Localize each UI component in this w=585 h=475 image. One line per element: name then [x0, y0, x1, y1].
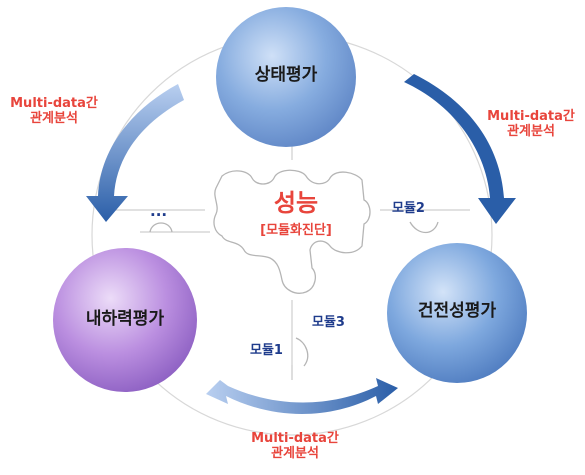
- center-puzzle-piece: [213, 169, 371, 294]
- node-left-label: 내하력평가: [85, 309, 165, 329]
- more-tab: [149, 222, 173, 233]
- center-subtitle: [모듈화진단]: [260, 223, 332, 238]
- module1-tab: [295, 337, 309, 367]
- center-title: 성능: [273, 189, 319, 217]
- relation-label-left: Multi-data간 관계분석: [2, 96, 106, 127]
- bottom-relation-arrow: [206, 378, 398, 414]
- relation-left-line2: 관계분석: [30, 110, 78, 126]
- left-relation-arrow: [86, 84, 184, 222]
- module2-tab: [409, 221, 439, 234]
- node-left-circle: [53, 248, 197, 392]
- right-relation-arrow: [404, 74, 516, 224]
- relation-bottom-line2: 관계분석: [271, 445, 319, 461]
- relation-right-line1: Multi-data간: [487, 109, 575, 124]
- module-1-label: 모듈1: [250, 343, 283, 358]
- module-more-label: ...: [150, 202, 168, 220]
- relation-label-bottom: Multi-data간 관계분석: [240, 431, 350, 462]
- relation-right-line2: 관계분석: [507, 123, 555, 139]
- node-right-circle: [387, 243, 527, 383]
- node-top-circle: [216, 7, 356, 147]
- relation-left-line1: Multi-data간: [10, 96, 98, 111]
- relation-label-right: Multi-data간 관계분석: [478, 109, 584, 140]
- relation-bottom-line1: Multi-data간: [251, 431, 339, 446]
- node-right-label: 건전성평가: [417, 301, 497, 321]
- puzzle-lines: [112, 118, 470, 380]
- module-2-label: 모듈2: [392, 201, 425, 216]
- node-top-label: 상태평가: [254, 65, 318, 85]
- module-3-label: 모듈3: [312, 315, 345, 330]
